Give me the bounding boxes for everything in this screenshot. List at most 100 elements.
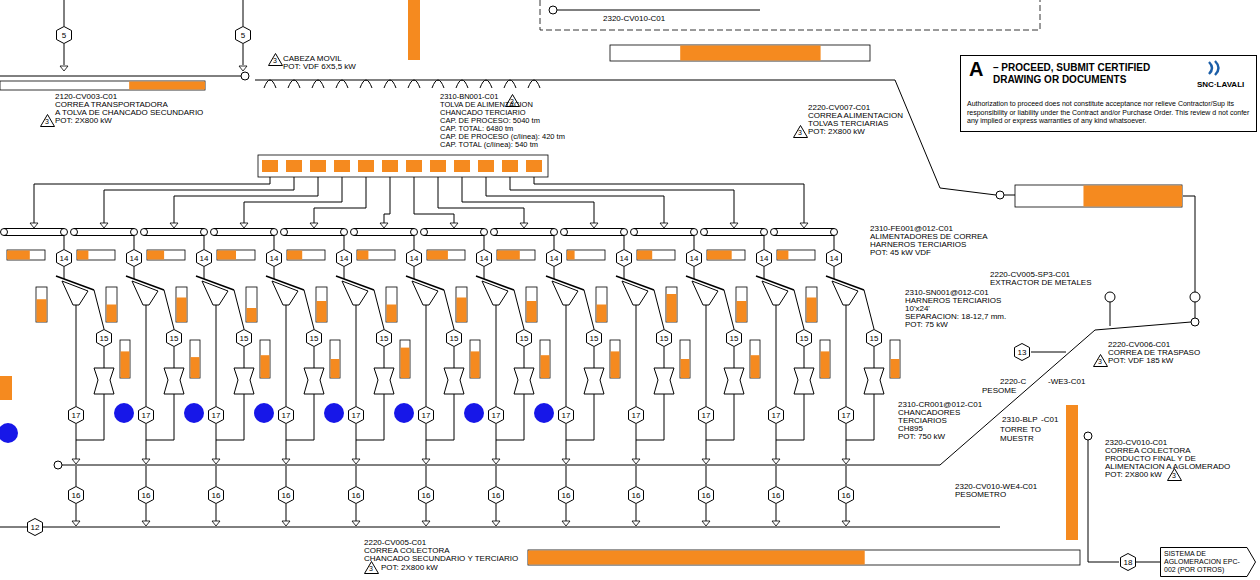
conveyor-belt [564,235,624,236]
tripper-car [456,80,468,88]
stream-number: 16 [698,486,714,504]
hexagon-shape [197,250,212,267]
hexagon-shape [237,330,252,347]
chute-line [484,267,485,279]
conveyor-belt [564,228,624,229]
chute-line [846,424,847,459]
stream-number-text: 14 [340,254,349,263]
cone-crusher [794,368,814,394]
chute-line [834,267,835,279]
stream-number: 15 [656,329,672,347]
chute-line [64,236,65,249]
screen-hopper [622,281,648,305]
chute-line [274,236,275,249]
stream-number-text: 12 [31,523,40,532]
level-fill [707,251,732,260]
belt-pulley [1191,318,1199,326]
stream-number-text: 15 [660,334,669,343]
chute-line [1110,302,1111,326]
level-fill [217,251,236,260]
chute-line [484,236,485,249]
chute-line [734,347,735,368]
belt-pulley [996,191,1004,199]
level-fill [667,294,677,322]
feed-chute [492,459,500,464]
chute-line [454,347,455,368]
feed-chute [660,223,668,228]
conveyor-belt [0,76,241,77]
stream-number: 17 [138,406,154,424]
hexagon-shape [547,250,562,267]
equipment-label: POT: VDF 6X5,5 kW [283,62,356,71]
feed-chute [352,459,360,464]
level-fill [331,359,340,378]
hexagon-shape [419,487,434,504]
chute-line [864,290,874,329]
cone-crusher [234,368,254,394]
level-fill [382,160,398,172]
hexagon-shape [28,519,43,536]
belt-pulley [551,229,558,236]
conveyor-belt [62,322,1191,465]
chute-line [706,305,707,406]
equipment-label: POT: 2X800 kW [1105,470,1162,479]
hexagon-shape [1015,344,1030,361]
company-logo [1205,59,1225,77]
company-name: SNC·LAVALI [1197,80,1244,89]
revision-triangle: 3 [40,114,55,127]
level-fill [147,251,164,260]
arrow-box-shape [1161,547,1256,576]
level-fill [751,355,760,378]
chute-line [654,290,664,329]
equipment-label: 2220-CV005-SP3-C01 [990,270,1070,279]
stream-number: 14 [686,249,702,267]
destination-box: SISTEMA DE AGLOMERACION EPC-002 (POR OTR… [1160,547,1256,577]
level-fill [821,351,830,378]
chute-line [776,504,777,521]
stream-number-text: 16 [72,491,81,500]
feed-chute [170,223,178,228]
stream-number-text: 16 [352,491,361,500]
equipment-label: 2220-CV005-C01 [364,538,426,547]
level-bar [707,250,745,260]
conveyor-belt [424,235,484,236]
feed-chute [282,521,290,526]
chute-line [694,236,695,249]
level-gauge [526,287,537,322]
level-fill [737,301,747,322]
feed-chute [492,521,500,526]
chute-line [356,504,357,521]
hexagon-shape [307,330,322,347]
chute-line [496,466,497,486]
conveyor-belt [774,228,834,229]
feed-chute [772,459,780,464]
conveyor-belt [424,228,484,229]
chute-line [724,290,734,329]
chute-line [566,424,567,459]
stream-number: 13 [1014,343,1030,361]
stream-number-text: 14 [410,254,419,263]
feed-chute [310,223,318,228]
equipment-label: HARNEROS TERCIARIOS [870,240,966,249]
conveyor-belt [74,235,134,236]
hexagon-shape [827,250,842,267]
stream-number-text: 15 [730,334,739,343]
chute-line [636,424,637,459]
stream-number: 16 [558,486,574,504]
stream-number-text: 17 [212,411,221,420]
chute-line [314,177,366,223]
stream-number-text: 16 [702,491,711,500]
belt-pulley [831,229,838,236]
hexagon-shape [407,250,422,267]
belt-pulley [701,229,708,236]
chute-line [566,504,567,521]
chute-line [496,424,497,459]
hexagon-shape [209,407,224,424]
hexagon-shape [839,487,854,504]
chute-line [846,466,847,486]
stream-number-text: 17 [72,411,81,420]
chute-line [426,305,427,406]
hexagon-shape [127,250,142,267]
equipment-label: CORREA ALIMENTACION [808,111,903,120]
chute-line [636,504,637,521]
